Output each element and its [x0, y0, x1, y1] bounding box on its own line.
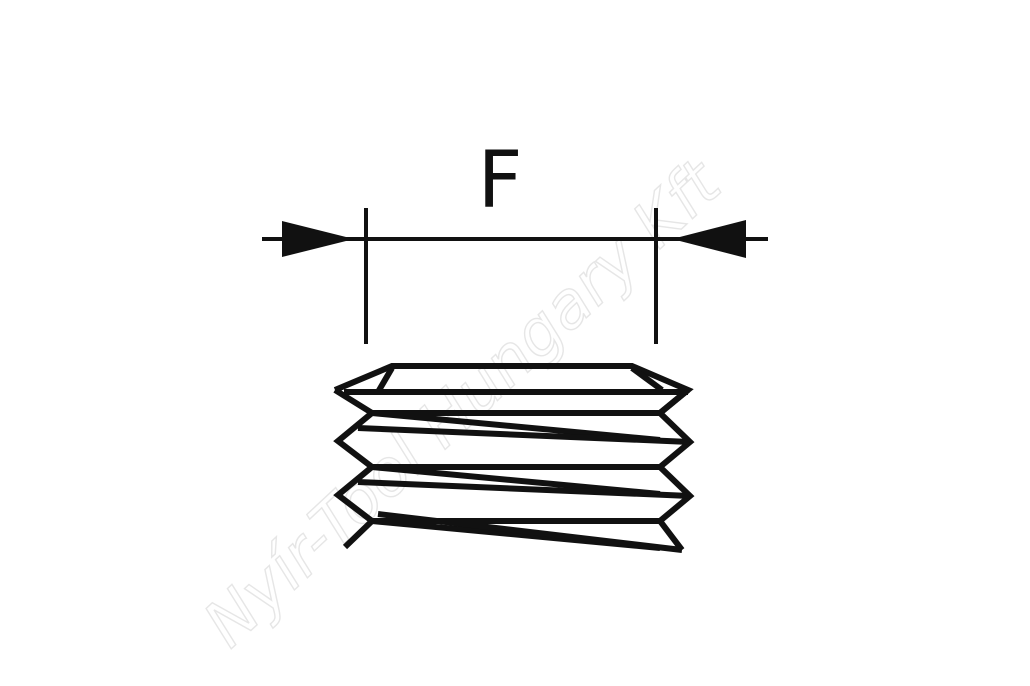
right-arrow-icon [672, 220, 746, 258]
left-arrow-icon [282, 221, 354, 257]
thread-body [333, 363, 695, 553]
dimension-label-f: F [478, 136, 523, 226]
